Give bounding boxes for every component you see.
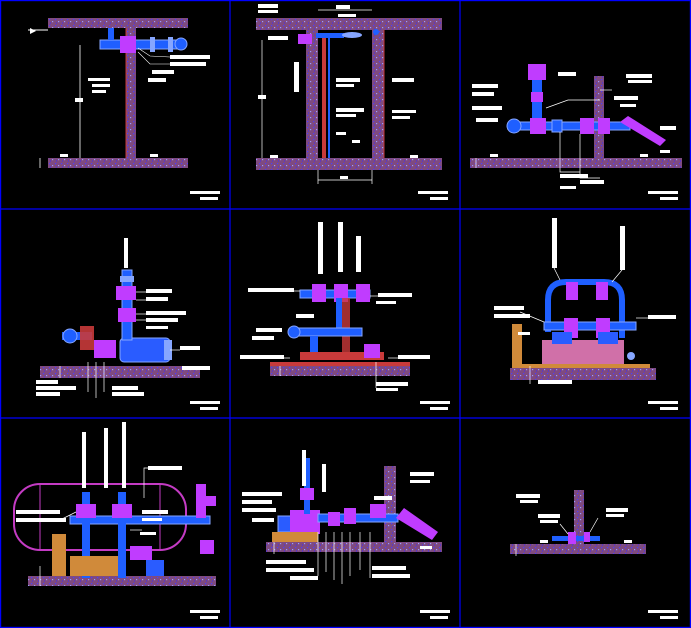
label-blocks	[240, 288, 450, 410]
panel-5	[240, 222, 450, 410]
floor-slab	[28, 576, 216, 586]
label-blocks	[242, 472, 450, 619]
panel-6	[494, 218, 678, 410]
panel-1	[28, 18, 220, 200]
float-valve	[298, 29, 379, 44]
floor-slab	[470, 158, 682, 168]
panel-9	[510, 490, 678, 619]
label-blocks	[516, 494, 678, 619]
floor-slab	[510, 368, 656, 380]
floor-slab	[270, 366, 410, 376]
wall	[126, 28, 136, 158]
pump-discharge	[272, 450, 438, 542]
panel-8	[242, 450, 450, 619]
valve-assembly	[506, 64, 666, 146]
label-blocks	[494, 306, 678, 410]
twin-pump-header	[512, 218, 637, 368]
floor-slab	[266, 542, 442, 552]
pump-assembly	[62, 238, 172, 363]
wall-penetration	[552, 532, 600, 544]
floor-slab	[510, 544, 646, 554]
floor-slab	[40, 366, 200, 378]
label-blocks	[36, 289, 220, 410]
panel-7	[13, 422, 220, 619]
wall	[574, 490, 584, 546]
left-wall	[306, 30, 318, 158]
pipe-assembly	[99, 28, 188, 53]
panel-2	[256, 4, 448, 200]
label-blocks	[60, 55, 220, 200]
manifold-assembly	[287, 222, 384, 360]
floor-slab	[48, 158, 188, 168]
top-slab	[256, 18, 442, 30]
floor-slab	[256, 158, 442, 170]
panel-4	[36, 238, 220, 410]
tank-piping	[52, 422, 216, 578]
right-wall	[372, 30, 384, 158]
label-blocks	[16, 466, 220, 619]
top-slab	[48, 18, 188, 28]
label-blocks	[258, 4, 448, 200]
label-blocks	[472, 72, 678, 200]
wall	[594, 76, 604, 158]
wall	[384, 466, 396, 546]
panel-3	[470, 64, 682, 200]
